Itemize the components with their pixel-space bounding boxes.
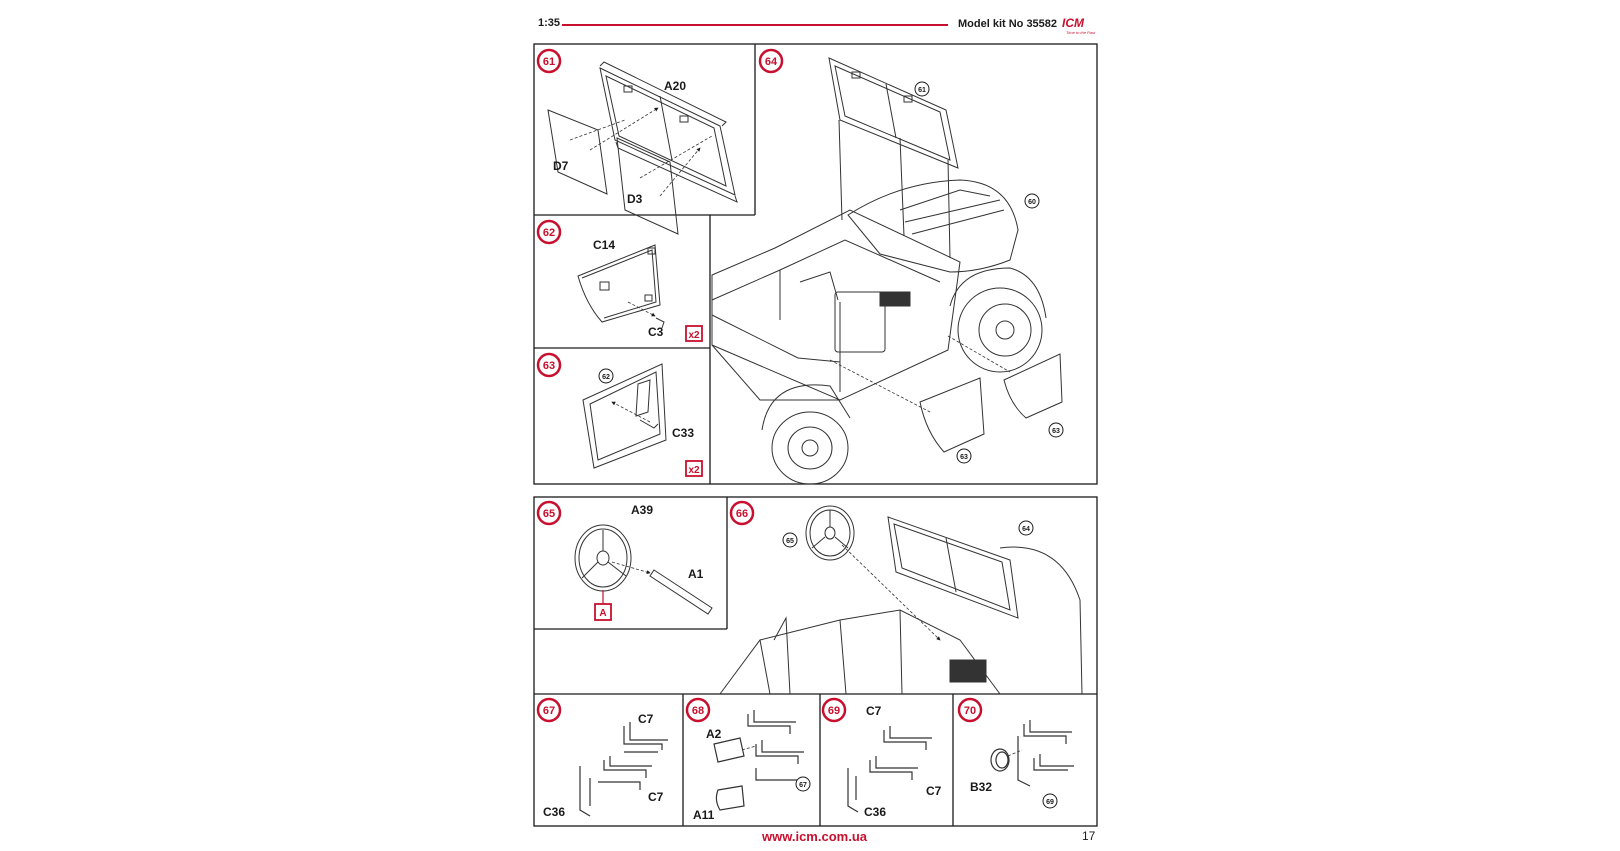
- panel-frames: [533, 43, 1098, 827]
- bracket-drawing: [847, 726, 932, 813]
- bracket-drawing: [990, 720, 1074, 787]
- svg-text:ICM: ICM: [1062, 16, 1085, 30]
- step-66-badge: [729, 500, 755, 526]
- ref-67-circle: [795, 776, 811, 792]
- svg-text:Time to the Past: Time to the Past: [1066, 30, 1096, 35]
- svg-text:63: 63: [1052, 428, 1060, 435]
- bracket-drawing: [579, 722, 668, 817]
- bracket-assembly-drawing: [713, 710, 804, 811]
- side-curtain-drawing: [577, 244, 665, 329]
- vehicle-drawing: [711, 57, 1063, 485]
- step-69: 69 C7 C7 C36: [821, 697, 942, 819]
- step-63: 63 62 C33 x2: [536, 352, 703, 477]
- part-a11: A11: [693, 808, 715, 822]
- ref-65-circle: [782, 532, 798, 548]
- step-70: 70 B32 69: [957, 697, 1074, 809]
- part-d3: D3: [627, 192, 643, 206]
- step-67: 67 C7 C36 C7: [536, 697, 668, 819]
- part-d7: D7: [553, 159, 569, 173]
- part-c3: C3: [648, 325, 664, 339]
- part-c36: C36: [864, 805, 886, 819]
- svg-text:64: 64: [1022, 526, 1030, 533]
- step-62: 62 C14 C3 x2: [536, 219, 703, 342]
- step-68: 68 A2 A11 67: [685, 697, 811, 822]
- top-frame: [533, 43, 1098, 485]
- part-c33: C33: [672, 426, 694, 440]
- svg-text:67: 67: [543, 705, 555, 717]
- step-65-badge: [536, 500, 562, 526]
- svg-text:69: 69: [828, 705, 840, 717]
- vehicle-interior-drawing: [719, 505, 1083, 695]
- scale-label: 1:35: [538, 17, 561, 29]
- step-65: 65 A A39 A1: [536, 500, 713, 621]
- step-68-badge: [685, 697, 711, 723]
- svg-text:x2: x2: [688, 330, 700, 341]
- svg-text:62: 62: [602, 374, 610, 381]
- part-c7: C7: [638, 712, 654, 726]
- step-70-badge: [957, 697, 983, 723]
- multiplier-box: [685, 460, 703, 477]
- icm-logo: ICM Time to the Past: [1062, 16, 1096, 35]
- bottom-frame: [533, 496, 1098, 827]
- svg-text:70: 70: [964, 705, 976, 717]
- svg-text:68: 68: [692, 705, 704, 717]
- svg-text:61: 61: [543, 56, 555, 68]
- ref-64-circle: [1018, 520, 1034, 536]
- svg-text:65: 65: [543, 508, 555, 520]
- step-61: 61 A20 D7 D3: [536, 48, 738, 235]
- ref-63-circle: [956, 448, 972, 464]
- part-a39: A39: [631, 503, 653, 517]
- part-c7: C7: [648, 790, 664, 804]
- kit-number: Model kit No 35582: [958, 18, 1058, 30]
- svg-text:67: 67: [799, 782, 807, 789]
- svg-text:69: 69: [1046, 799, 1054, 806]
- ref-62-circle: [598, 368, 614, 384]
- svg-text:63: 63: [960, 454, 968, 461]
- multiplier-box: [685, 325, 703, 342]
- svg-text:62: 62: [543, 227, 555, 239]
- svg-text:66: 66: [736, 508, 748, 520]
- part-b32: B32: [970, 780, 992, 794]
- ref-63-circle: [1048, 422, 1064, 438]
- part-a2: A2: [706, 727, 722, 741]
- svg-text:65: 65: [786, 538, 794, 545]
- svg-text:64: 64: [765, 56, 778, 68]
- part-a1: A1: [688, 567, 704, 581]
- part-c36: C36: [543, 805, 565, 819]
- website-link[interactable]: www.icm.com.ua: [762, 829, 867, 844]
- window-frame-drawing: [547, 61, 738, 235]
- part-c7: C7: [926, 784, 942, 798]
- svg-text:60: 60: [1028, 199, 1036, 206]
- header-rule: [562, 24, 948, 26]
- step-64: 64: [711, 48, 1064, 485]
- part-a20: A20: [664, 79, 686, 93]
- step-67-badge: [536, 697, 562, 723]
- svg-text:x2: x2: [688, 465, 700, 476]
- step-64-badge: [758, 48, 784, 74]
- ref-69-circle: [1042, 793, 1058, 809]
- step-66: 66 65 64: [719, 500, 1083, 695]
- ref-61-circle: [914, 81, 930, 97]
- svg-text:63: 63: [543, 360, 555, 372]
- option-a-box: [594, 603, 612, 621]
- ref-60-circle: [1024, 193, 1040, 209]
- part-c14: C14: [593, 238, 615, 252]
- step-61-badge: [536, 48, 562, 74]
- step-62-badge: [536, 219, 562, 245]
- svg-text:61: 61: [918, 87, 926, 94]
- page-number: 17: [1082, 829, 1096, 843]
- svg-text:A: A: [599, 608, 606, 619]
- part-c7: C7: [866, 704, 882, 718]
- door-frame-drawing: [582, 363, 667, 469]
- step-63-badge: [536, 352, 562, 378]
- step-69-badge: [821, 697, 847, 723]
